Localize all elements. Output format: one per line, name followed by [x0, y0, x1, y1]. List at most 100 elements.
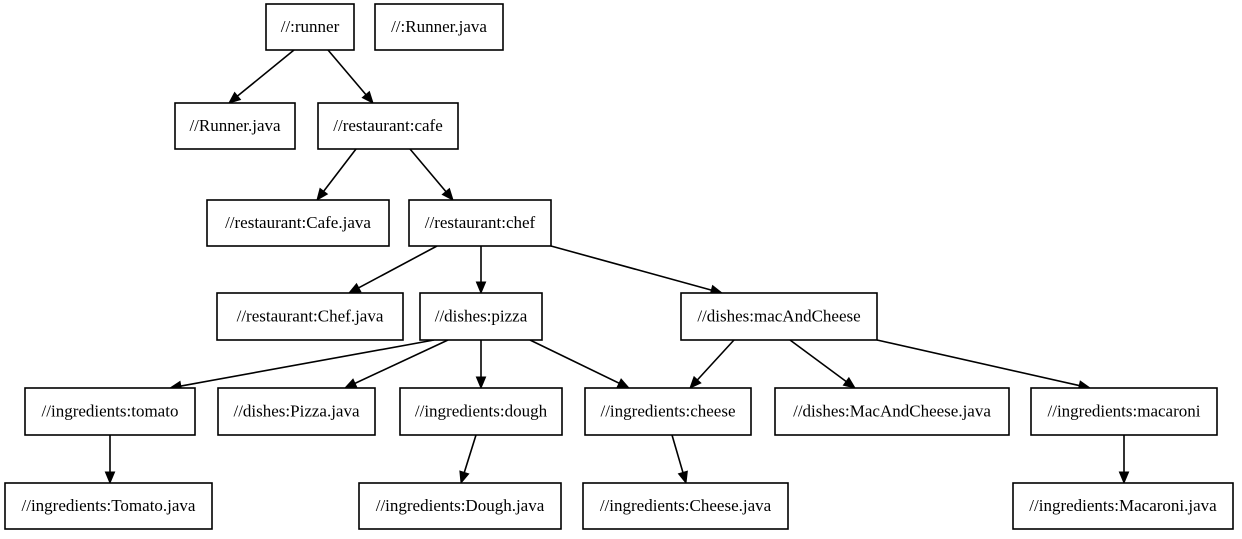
edge-line — [237, 49, 295, 97]
edge-line — [327, 49, 367, 96]
graph-node-ing_dough[interactable]: //ingredients:dough — [399, 387, 563, 436]
edge-line — [354, 339, 449, 385]
edge-line — [671, 434, 684, 473]
edge-arrowhead-icon — [677, 470, 688, 485]
node-label: //restaurant:Chef.java — [237, 306, 384, 325]
node-box[interactable] — [374, 3, 504, 51]
node-label: //dishes:MacAndCheese.java — [793, 401, 991, 420]
graph-node-ing_macaroni[interactable]: //ingredients:macaroni — [1030, 387, 1218, 436]
nodes-layer: //:runner //:Runner.java //Runner.java //re… — [4, 3, 1234, 530]
graph-edge — [789, 339, 857, 389]
graph-edge — [347, 245, 438, 294]
graph-node-ing_cheese[interactable]: //ingredients:cheese — [584, 387, 752, 436]
edge-line — [529, 339, 620, 384]
edge-arrowhead-icon — [361, 90, 374, 104]
edge-arrowhead-icon — [842, 376, 857, 389]
node-box[interactable] — [582, 482, 789, 530]
graph-node-ing_tomato[interactable]: //ingredients:tomato — [24, 387, 196, 436]
node-label: //dishes:pizza — [435, 306, 528, 325]
graph-node-restaurant_cafe[interactable]: //restaurant:cafe — [317, 102, 459, 150]
edge-line — [463, 434, 477, 473]
graph-edge — [689, 339, 735, 389]
graph-node-cheese_java[interactable]: //ingredients:Cheese.java — [582, 482, 789, 530]
graph-node-runner[interactable]: //:runner — [265, 3, 355, 51]
edge-arrowhead-icon — [616, 378, 631, 389]
graph-node-cafe_java[interactable]: //restaurant:Cafe.java — [206, 199, 390, 247]
node-label: //restaurant:Cafe.java — [225, 213, 371, 232]
edge-line — [789, 339, 847, 383]
edge-arrowhead-icon — [441, 187, 454, 201]
edge-arrowhead-icon — [475, 281, 487, 295]
edge-arrowhead-icon — [316, 187, 329, 202]
node-label: //restaurant:cafe — [333, 116, 443, 135]
edge-arrowhead-icon — [475, 376, 487, 390]
node-box[interactable] — [317, 102, 459, 150]
graph-edge — [671, 434, 688, 485]
edge-arrowhead-icon — [1118, 471, 1130, 485]
edge-line — [876, 339, 1080, 387]
graph-edge — [327, 49, 374, 104]
node-box[interactable] — [206, 199, 390, 247]
node-label: //ingredients:dough — [415, 401, 548, 420]
node-label: //:Runner.java — [391, 17, 487, 36]
graph-node-pizza_java[interactable]: //dishes:Pizza.java — [217, 387, 376, 436]
graph-edge — [409, 148, 454, 201]
graph-node-mac_java[interactable]: //dishes:MacAndCheese.java — [774, 387, 1010, 436]
graph-node-dishes_mac[interactable]: //dishes:macAndCheese — [680, 292, 878, 341]
edge-line — [180, 339, 435, 387]
graph-node-runner_java_root[interactable]: //:Runner.java — [374, 3, 504, 51]
node-label: //ingredients:Dough.java — [376, 496, 545, 515]
graph-node-restaurant_chef[interactable]: //restaurant:chef — [408, 199, 552, 247]
node-box[interactable] — [216, 292, 404, 341]
graph-edge — [227, 49, 295, 104]
edge-line — [550, 245, 712, 291]
node-box[interactable] — [1030, 387, 1218, 436]
graph-edge — [104, 435, 116, 485]
graph-edge — [475, 246, 487, 295]
node-box[interactable] — [358, 482, 562, 530]
node-box[interactable] — [4, 482, 213, 530]
edge-arrowhead-icon — [343, 378, 358, 389]
node-label: //restaurant:chef — [425, 213, 536, 232]
node-label: //ingredients:tomato — [42, 401, 179, 420]
graph-edge — [876, 339, 1092, 391]
node-box[interactable] — [584, 387, 752, 436]
edge-arrowhead-icon — [104, 471, 116, 485]
node-box[interactable] — [399, 387, 563, 436]
node-box[interactable] — [24, 387, 196, 436]
node-box[interactable] — [217, 387, 376, 436]
graph-edge — [529, 339, 631, 389]
edge-arrowhead-icon — [689, 375, 702, 389]
graph-edge — [475, 340, 487, 390]
node-box[interactable] — [408, 199, 552, 247]
node-box[interactable] — [680, 292, 878, 341]
node-box[interactable] — [1012, 482, 1234, 530]
node-label: //:runner — [281, 17, 340, 36]
node-box[interactable] — [265, 3, 355, 51]
graph-node-dough_java[interactable]: //ingredients:Dough.java — [358, 482, 562, 530]
graph-node-dishes_pizza[interactable]: //dishes:pizza — [419, 292, 543, 341]
node-box[interactable] — [419, 292, 543, 341]
edge-line — [409, 148, 447, 193]
edge-line — [696, 339, 735, 381]
edge-arrowhead-icon — [347, 282, 362, 294]
node-box[interactable] — [174, 102, 296, 150]
edge-arrowhead-icon — [459, 470, 470, 485]
graph-node-tomato_java[interactable]: //ingredients:Tomato.java — [4, 482, 213, 530]
graph-edge — [1118, 435, 1130, 485]
graph-edge — [316, 148, 357, 202]
graph-node-runner_java[interactable]: //Runner.java — [174, 102, 296, 150]
graph-node-chef_java[interactable]: //restaurant:Chef.java — [216, 292, 404, 341]
graph-node-macaroni_java[interactable]: //ingredients:Macaroni.java — [1012, 482, 1234, 530]
node-label: //dishes:macAndCheese — [697, 306, 860, 325]
edge-line — [323, 148, 357, 192]
node-label: //dishes:Pizza.java — [233, 401, 360, 420]
edge-line — [358, 245, 438, 289]
graph-edge — [550, 245, 724, 296]
node-box[interactable] — [774, 387, 1010, 436]
node-label: //ingredients:Macaroni.java — [1029, 496, 1217, 515]
node-label: //ingredients:macaroni — [1048, 401, 1201, 420]
edge-arrowhead-icon — [227, 91, 242, 104]
node-label: //ingredients:cheese — [600, 401, 735, 420]
